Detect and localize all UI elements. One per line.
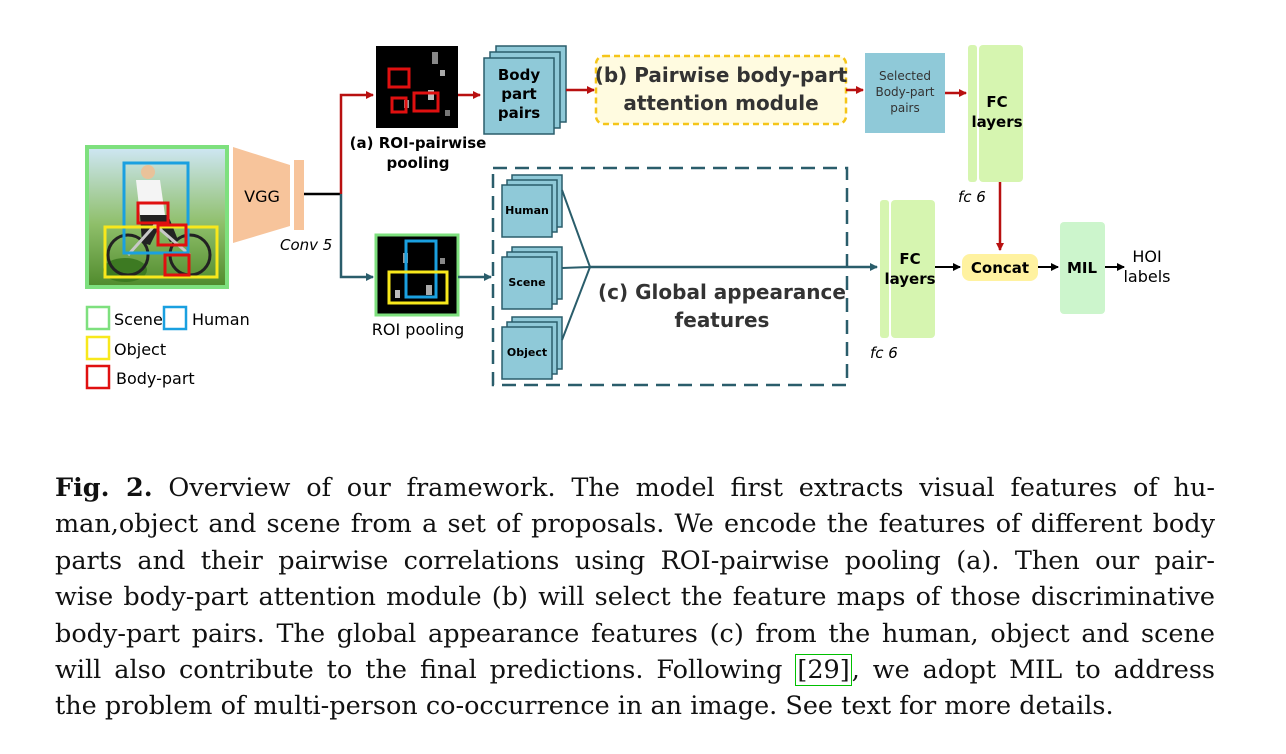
attention-module-label-2: attention module [623, 91, 818, 115]
object-feature-stack: Object [501, 316, 563, 380]
caption-line-3: parts and their pairwise correlations us… [55, 545, 1215, 576]
global-features-box [491, 166, 849, 387]
legend: Scene Human Object Body-part [85, 305, 250, 390]
citation-link[interactable]: [29] [795, 654, 852, 687]
roi-pooling-label: ROI pooling [372, 320, 464, 339]
fc-bottom-label-2: layers [884, 270, 935, 288]
hoi-labels-line2: labels [1123, 267, 1170, 286]
body-part-box-3 [163, 253, 191, 277]
global-features-label-2: features [675, 308, 770, 332]
attention-module: (b) Pairwise body-part attention module [595, 54, 848, 126]
object-box [103, 225, 219, 279]
global-features-label-1: (c) Global appearance [598, 280, 846, 304]
concat-label: Concat [971, 259, 1029, 277]
caption-line-2: man,object and scene from a set of propo… [55, 509, 1215, 540]
scene-box [85, 145, 229, 289]
caption-line-7: the problem of multi-person co-occurrenc… [55, 691, 1114, 722]
caption-line-4: wise body-part attention module (b) will… [55, 582, 1215, 613]
mil-node: MIL [1060, 222, 1105, 314]
attention-module-label-1: (b) Pairwise body-part [595, 63, 848, 87]
input-photo [85, 145, 229, 289]
mil-label: MIL [1067, 259, 1098, 277]
body-part-pairs-stack: Body part pairs [483, 45, 567, 135]
legend-body-part: Body-part [116, 369, 195, 388]
legend-object: Object [114, 340, 166, 359]
figure-label: Fig. 2. [55, 473, 153, 503]
legend-swatch-body-part [85, 364, 111, 390]
roi-pairwise-label-2: pooling [386, 154, 449, 172]
roi-pooling-feature-map [374, 233, 460, 317]
caption-text-1: Overview of our framework. The model fir… [168, 473, 1215, 503]
legend-swatch-human [162, 305, 188, 331]
fc-layers-bottom: FC layers fc 6 [870, 200, 936, 362]
caption-text-6b: , we adopt MIL to address [851, 655, 1215, 686]
concat-node: Concat [962, 254, 1038, 281]
framework-diagram: Scene Human Object Body-part VGG Conv 5 … [85, 45, 1171, 390]
figure-caption: Fig. 2. Overview of our framework. The m… [55, 470, 1215, 725]
scene-feature-label: Scene [508, 276, 545, 289]
conv5-label: Conv 5 [280, 236, 332, 254]
vgg-label: VGG [244, 187, 280, 206]
scene-feature-stack: Scene [501, 246, 563, 310]
body-part-box-2 [156, 223, 188, 247]
vgg-backbone: VGG Conv 5 [233, 147, 332, 254]
legend-human: Human [192, 310, 250, 329]
hoi-labels-line1: HOI [1132, 247, 1161, 266]
fc-bottom-label-1: FC [899, 250, 920, 268]
fc-top-label-2: layers [971, 113, 1022, 131]
human-box [122, 161, 190, 255]
selected-pairs-label-2: Body-part [875, 85, 934, 99]
roi-pairwise-label-1: (a) ROI-pairwise [350, 134, 487, 152]
legend-scene: Scene [114, 310, 163, 329]
arrow-to-roi-pooling [339, 194, 374, 281]
selected-body-part-pairs: Selected Body-part pairs [865, 53, 945, 133]
caption-line-5: body-part pairs. The global appearance f… [55, 618, 1215, 649]
fc6-bottom-label: fc 6 [870, 344, 898, 362]
body-part-pairs-label-3: pairs [498, 104, 540, 122]
fc-top-label-1: FC [986, 93, 1007, 111]
selected-pairs-label-1: Selected [879, 69, 931, 83]
selected-pairs-label-3: pairs [890, 101, 920, 115]
body-part-pairs-label-2: part [501, 85, 536, 103]
fc-layers-top: FC layers fc 6 [958, 45, 1023, 206]
arrow-to-roi-pairwise [339, 91, 374, 194]
caption-line-1: Fig. 2. Overview of our framework. The m… [55, 470, 1215, 506]
human-feature-label: Human [505, 204, 549, 217]
caption-line-6: will also contribute to the final predic… [55, 652, 1215, 688]
caption-text-6a: will also contribute to the final predic… [55, 655, 783, 686]
body-part-pairs-label-1: Body [498, 66, 540, 84]
legend-swatch-scene [85, 305, 111, 331]
fc6-top-label: fc 6 [958, 188, 986, 206]
body-part-box-1 [136, 201, 170, 225]
legend-swatch-object [85, 335, 111, 361]
merge-lines [561, 189, 591, 341]
roi-pairwise-feature-map [376, 46, 458, 128]
human-feature-stack: Human [501, 174, 563, 238]
object-feature-label: Object [507, 346, 547, 359]
